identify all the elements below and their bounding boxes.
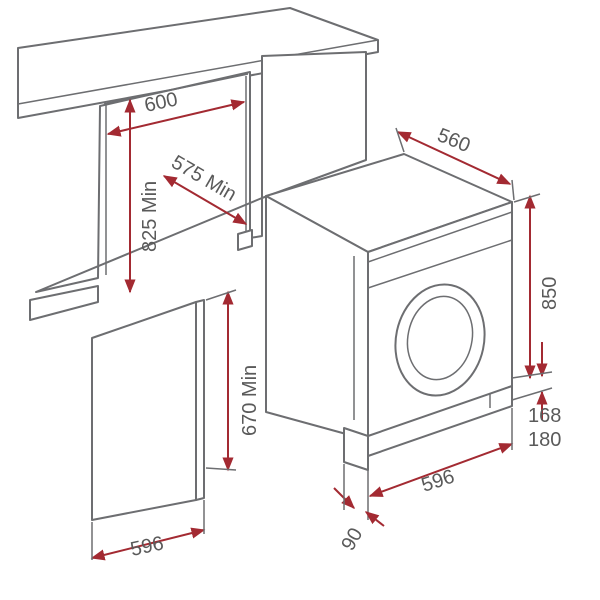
countertop — [17, 7, 379, 119]
label-niche-height: 825 Min — [139, 181, 161, 252]
dim-line-machine-depth — [396, 131, 512, 185]
label-door-height: 670 Min — [239, 365, 261, 436]
label-plinth-low: 168 — [528, 405, 561, 427]
kick-plate — [343, 427, 369, 471]
label-door-offset: 90 — [337, 524, 367, 554]
label-machine-height: 850 — [539, 277, 561, 310]
plinth — [29, 285, 99, 321]
dim-line-niche-depth — [162, 175, 248, 225]
door-porthole — [394, 283, 486, 397]
dim-line-machine-width — [368, 443, 514, 497]
label-door-width: 596 — [128, 532, 165, 560]
dimension-lines — [90, 98, 553, 561]
label-machine-width: 596 — [419, 466, 458, 497]
dim-line-door-width — [90, 527, 206, 561]
door-panel — [91, 301, 197, 521]
furniture-door — [91, 299, 205, 521]
washing-machine — [265, 153, 513, 471]
label-plinth-high: 180 — [528, 429, 561, 451]
